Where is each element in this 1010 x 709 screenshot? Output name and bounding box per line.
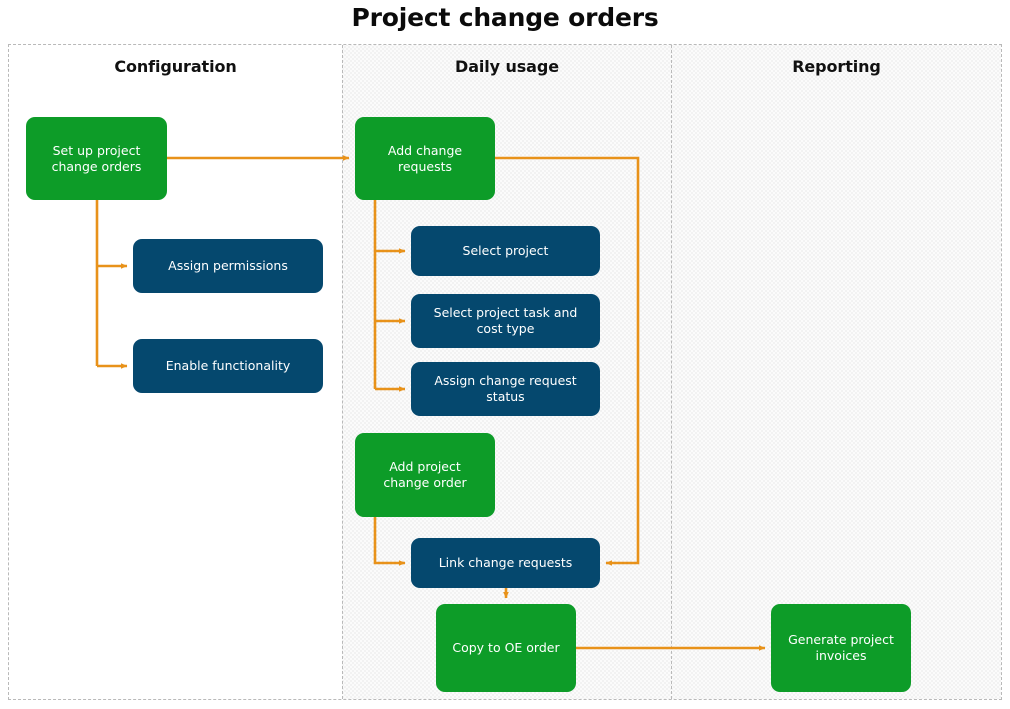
node-select-project[interactable]: Select project (411, 226, 600, 276)
node-label: Add change requests (387, 142, 463, 174)
node-label: Select project (462, 243, 549, 258)
node-add-project-change-order[interactable]: Add project change order (355, 433, 495, 517)
node-label: Add project change order (383, 459, 467, 490)
node-label: Assign permissions (168, 258, 288, 273)
swimlane-title-reporting: Reporting (792, 57, 881, 76)
node-enable-functionality[interactable]: Enable functionality (133, 339, 323, 393)
node-label: Select project task and cost type (433, 305, 578, 336)
node-add-change-requests[interactable]: Add change requests (355, 117, 495, 200)
node-label: Copy to OE order (452, 640, 560, 655)
node-label: Enable functionality (165, 358, 291, 373)
node-set-up-project-change-orders[interactable]: Set up project change orders (26, 117, 167, 200)
node-copy-to-oe-order[interactable]: Copy to OE order (436, 604, 576, 692)
node-label: Generate project invoices (788, 632, 894, 663)
swimlane-title-configuration: Configuration (114, 57, 237, 76)
node-link-change-requests[interactable]: Link change requests (411, 538, 600, 588)
node-label: Assign change request status (434, 373, 577, 404)
node-generate-project-invoices[interactable]: Generate project invoices (771, 604, 911, 692)
swimlane-title-daily-usage: Daily usage (455, 57, 559, 76)
swimlane-reporting: Reporting (671, 45, 1001, 699)
node-assign-change-request-status[interactable]: Assign change request status (411, 362, 600, 416)
node-assign-permissions[interactable]: Assign permissions (133, 239, 323, 293)
page-title: Project change orders (351, 3, 659, 32)
node-label: Link change requests (438, 555, 573, 570)
node-label: Set up project change orders (51, 142, 142, 174)
node-select-project-task-and-cost-type[interactable]: Select project task and cost type (411, 294, 600, 348)
